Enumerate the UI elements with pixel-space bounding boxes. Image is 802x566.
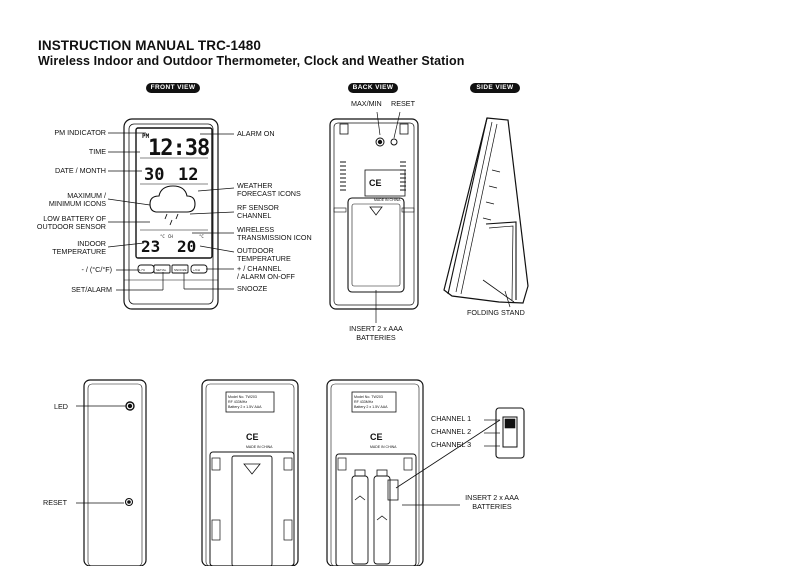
channel-label-1: + / CHANNEL — [237, 264, 282, 273]
outdoor-readout: 20 — [177, 237, 196, 256]
rf-channel-label-2: CHANNEL — [237, 211, 272, 220]
front-view-device — [123, 118, 219, 310]
sensor-open-ce-mark: CE — [370, 432, 383, 442]
sensor-front-device — [76, 379, 147, 566]
model-line-1b: Model No. TW203 — [354, 395, 383, 399]
front-leader-lines — [107, 132, 235, 291]
model-line-3: Battery 2 x 1.5V AAA — [228, 405, 262, 409]
channel-switch-inset — [484, 407, 525, 459]
back-view-device — [329, 111, 419, 323]
btn-set-label: SET/AL — [156, 268, 167, 272]
sensor-batteries-label-1: INSERT 2 x AAA — [465, 493, 519, 502]
sensor-open-device — [326, 379, 501, 566]
indoor-readout: 23 — [141, 237, 160, 256]
month-readout: 12 — [178, 165, 198, 185]
side-view-tab: SIDE VIEW — [470, 83, 520, 93]
folding-stand-label: FOLDING STAND — [467, 308, 525, 317]
outdoor-temp-label-1: OUTDOOR — [237, 246, 274, 255]
channel-1-label: CHANNEL 1 — [431, 414, 472, 423]
sensor-batteries-label-2: BATTERIES — [472, 502, 512, 511]
back-made-in: MADE IN CHINA — [374, 198, 401, 202]
alarm-on-label: ALARM ON — [237, 129, 275, 138]
day-readout: 30 — [144, 165, 164, 185]
btn-plus-label: +/CH — [193, 268, 200, 272]
outdoor-temp-label-2: TEMPERATURE — [237, 254, 291, 263]
model-line-2b: RF 433MHz — [354, 400, 373, 404]
sensor-ce-mark: CE — [246, 432, 259, 442]
outdoor-unit: °C — [199, 234, 204, 239]
back-view-tab: BACK VIEW — [348, 83, 398, 93]
back-ce-mark: CE — [369, 178, 382, 188]
back-batteries-label-1: INSERT 2 x AAA — [349, 324, 403, 333]
maxmin-label-1: MAXIMUM / — [67, 191, 106, 200]
time-readout: 12:38 — [148, 136, 209, 161]
manual-title: INSTRUCTION MANUAL TRC-1480 — [38, 38, 261, 53]
wireless-label-1: WIRELESS — [237, 225, 275, 234]
channel-label-2: / ALARM ON-OFF — [237, 272, 295, 281]
indoor-unit: °C — [160, 234, 165, 239]
sensor-made-in: MADE IN CHINA — [246, 445, 273, 449]
lowbat-label-2: OUTDOOR SENSOR — [36, 222, 106, 231]
model-line-1: Model No. TW203 — [228, 395, 257, 399]
reset-button-label: RESET — [391, 99, 415, 108]
weather-label-2: FORECAST ICONS — [237, 189, 301, 198]
maxmin-button-label: MAX/MIN — [351, 99, 382, 108]
pm-indicator: PM — [142, 133, 150, 140]
back-batteries-label-2: BATTERIES — [356, 333, 396, 342]
indoor-temp-label-1: INDOOR — [77, 239, 106, 248]
sensor-open-made-in: MADE IN CHINA — [370, 445, 397, 449]
channel-2-label: CHANNEL 2 — [431, 427, 472, 436]
model-line-3b: Battery 2 x 1.5V AAA — [354, 405, 388, 409]
btn-minus-label: -/°C — [140, 268, 146, 272]
time-label: TIME — [88, 147, 106, 156]
weather-label-1: WEATHER — [237, 181, 273, 190]
date-month-label: DATE / MONTH — [55, 166, 106, 175]
unit-toggle-label: - / (°C/°F) — [81, 265, 113, 274]
side-view-device — [443, 117, 529, 308]
model-line-2: RF 433MHz — [228, 400, 247, 404]
led-label: LED — [54, 402, 68, 411]
ch-indicator: CH — [168, 234, 173, 239]
btn-snooze-label: SNOOZE — [174, 268, 187, 272]
manual-subtitle: Wireless Indoor and Outdoor Thermometer,… — [38, 54, 465, 68]
snooze-label: SNOOZE — [237, 284, 268, 293]
wireless-label-2: TRANSMISSION ICON — [237, 233, 312, 242]
maxmin-label-2: MINIMUM ICONS — [48, 199, 106, 208]
sensor-reset-label: RESET — [43, 498, 67, 507]
indoor-temp-label-2: TEMPERATURE — [52, 247, 106, 256]
rf-channel-label-1: RF SENSOR — [237, 203, 279, 212]
lowbat-label-1: LOW BATTERY OF — [43, 214, 106, 223]
pm-indicator-label: PM INDICATOR — [54, 128, 106, 137]
set-alarm-label: SET/ALARM — [71, 285, 112, 294]
front-view-tab: FRONT VIEW — [146, 83, 200, 93]
sensor-back-device — [201, 379, 299, 566]
channel-3-label: CHANNEL 3 — [431, 440, 472, 449]
